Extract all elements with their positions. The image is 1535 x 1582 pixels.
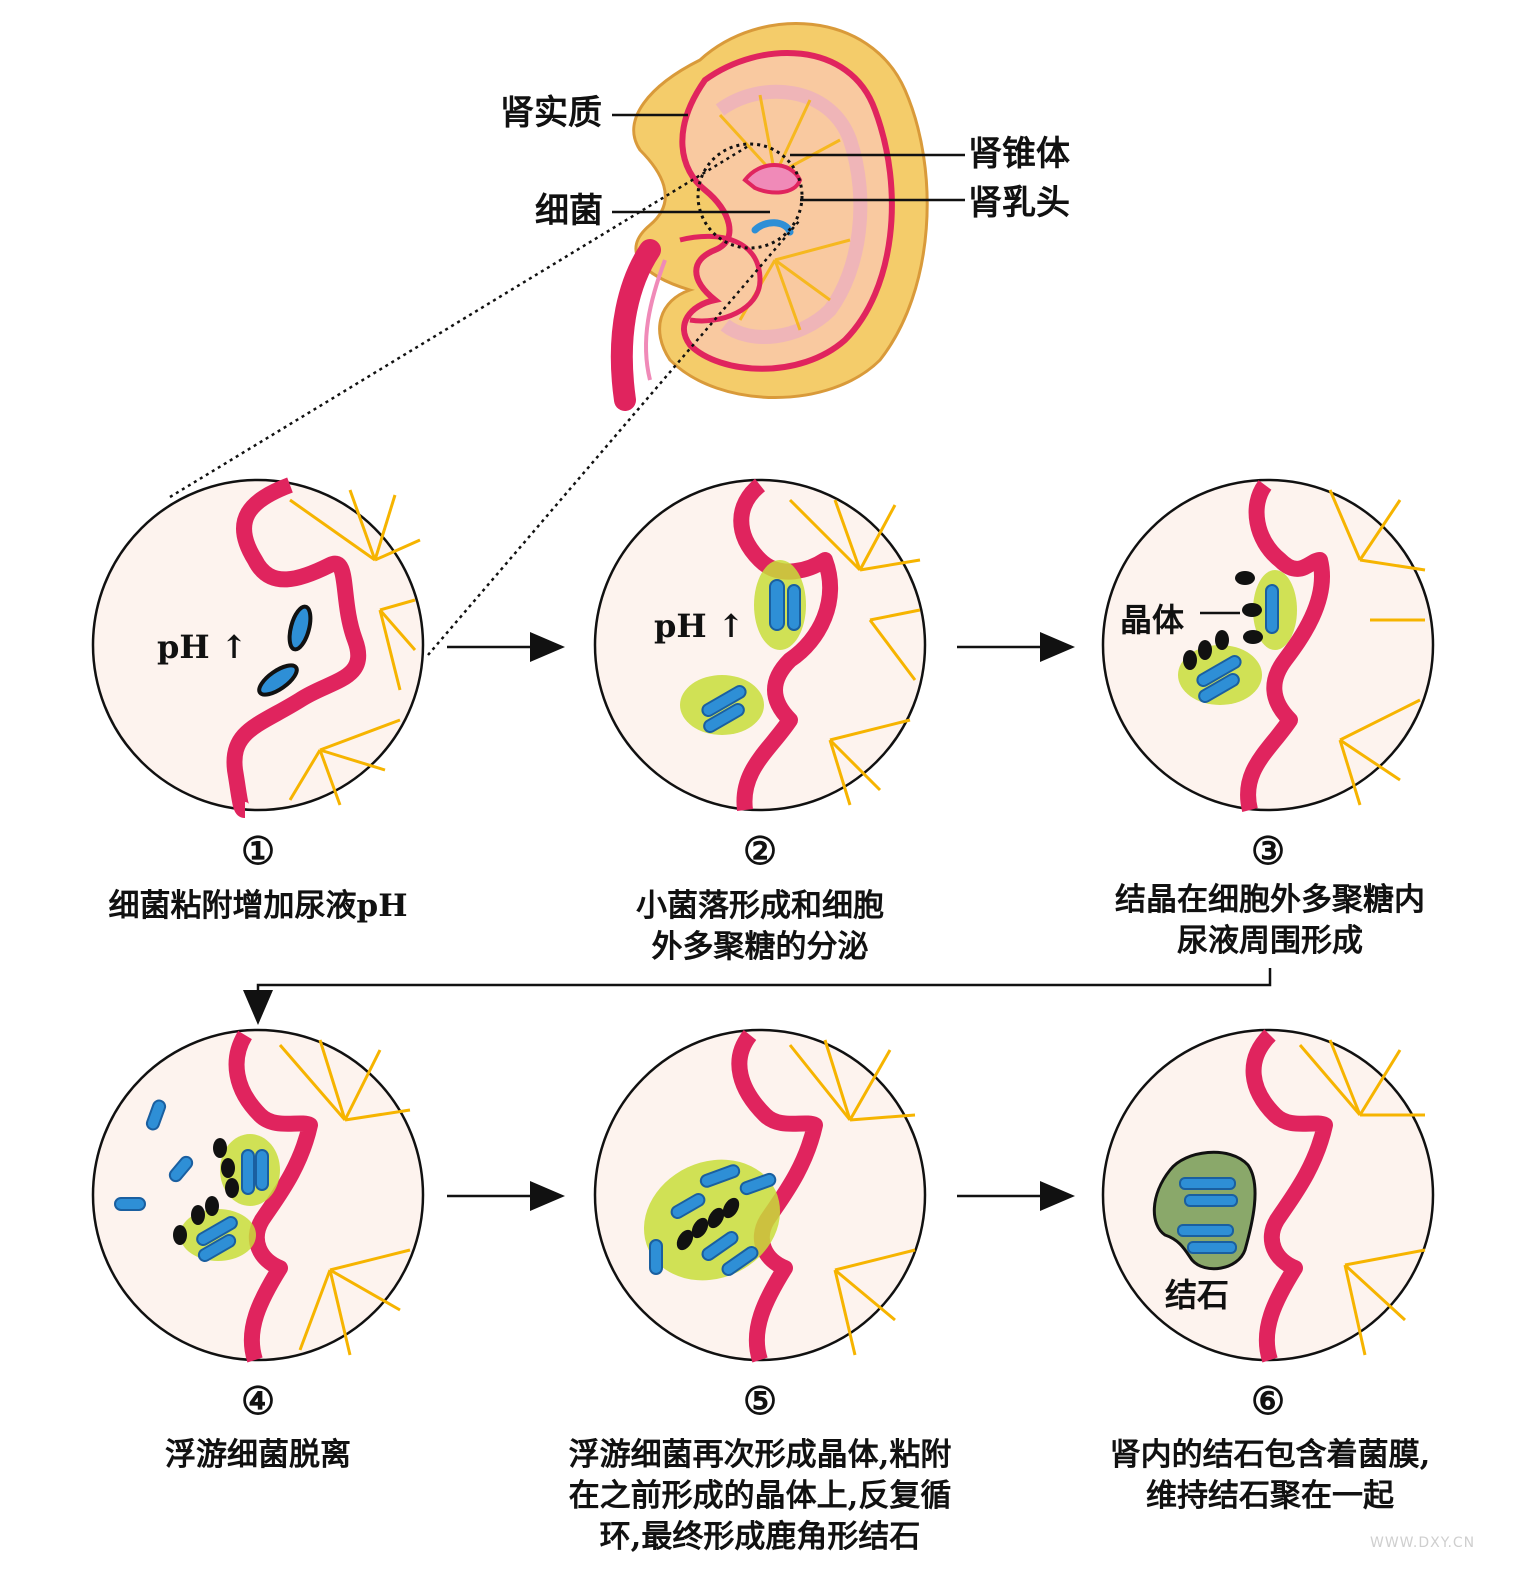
caption-line: 外多聚糖的分泌 <box>651 929 869 965</box>
flow-arrows <box>243 632 1272 1211</box>
caption-line: 肾内的结石包含着菌膜, <box>1109 1437 1431 1473</box>
step-number-1: ① <box>240 828 276 873</box>
label-renal-parenchyma: 肾实质 <box>500 93 602 133</box>
watermark: WWW.DXY.CN <box>1370 1535 1476 1551</box>
step-number-6: ⑥ <box>1250 1378 1286 1423</box>
label-bacteria: 细菌 <box>535 191 603 231</box>
caption-step-1: 细菌粘附增加尿液pH <box>58 886 458 927</box>
panel-5-circle <box>593 1028 927 1363</box>
caption-line: 环,最终形成鹿角形结石 <box>599 1519 921 1555</box>
caption-line: 结晶在细胞外多聚糖内 <box>1115 882 1425 918</box>
caption-step-4: 浮游细菌脱离 <box>58 1435 458 1476</box>
caption-step-3: 结晶在细胞外多聚糖内 尿液周围形成 <box>1055 880 1485 962</box>
panel-1-circle <box>91 477 425 818</box>
step-number-5: ⑤ <box>742 1378 778 1423</box>
caption-step-6: 肾内的结石包含着菌膜, 维持结石聚在一起 <box>1055 1435 1485 1517</box>
panel-3-crystal-label: 晶体 <box>1120 601 1185 639</box>
caption-line: 小菌落形成和细胞 <box>636 888 884 924</box>
step-number-2: ② <box>742 828 778 873</box>
caption-step-2: 小菌落形成和细胞 外多聚糖的分泌 <box>560 886 960 968</box>
caption-line: 维持结石聚在一起 <box>1146 1478 1394 1514</box>
kidney-illustration <box>169 22 965 656</box>
panel-2-circle <box>593 478 927 812</box>
panel-6-stone-label: 结石 <box>1165 1276 1230 1314</box>
caption-line: 浮游细菌再次形成晶体,粘附 <box>568 1437 952 1473</box>
caption-line: 在之前形成的晶体上,反复循 <box>568 1478 952 1514</box>
panel-3-circle <box>1101 478 1435 812</box>
panel-2-ph-label: pH ↑ <box>654 607 745 645</box>
caption-step-5: 浮游细菌再次形成晶体,粘附 在之前形成的晶体上,反复循 环,最终形成鹿角形结石 <box>510 1435 1010 1558</box>
caption-line: 浮游细菌脱离 <box>165 1437 351 1473</box>
step-number-3: ③ <box>1250 828 1286 873</box>
panel-4-circle <box>91 1028 425 1363</box>
caption-line: 尿液周围形成 <box>1177 923 1363 959</box>
panel-1-ph-label: pH ↑ <box>157 628 248 666</box>
panel-6-circle <box>1101 1028 1435 1363</box>
label-renal-pyramid: 肾锥体 <box>968 134 1070 174</box>
step-number-4: ④ <box>240 1378 276 1423</box>
caption-line: 细菌粘附增加尿液pH <box>108 888 408 924</box>
label-renal-papilla: 肾乳头 <box>968 183 1070 223</box>
